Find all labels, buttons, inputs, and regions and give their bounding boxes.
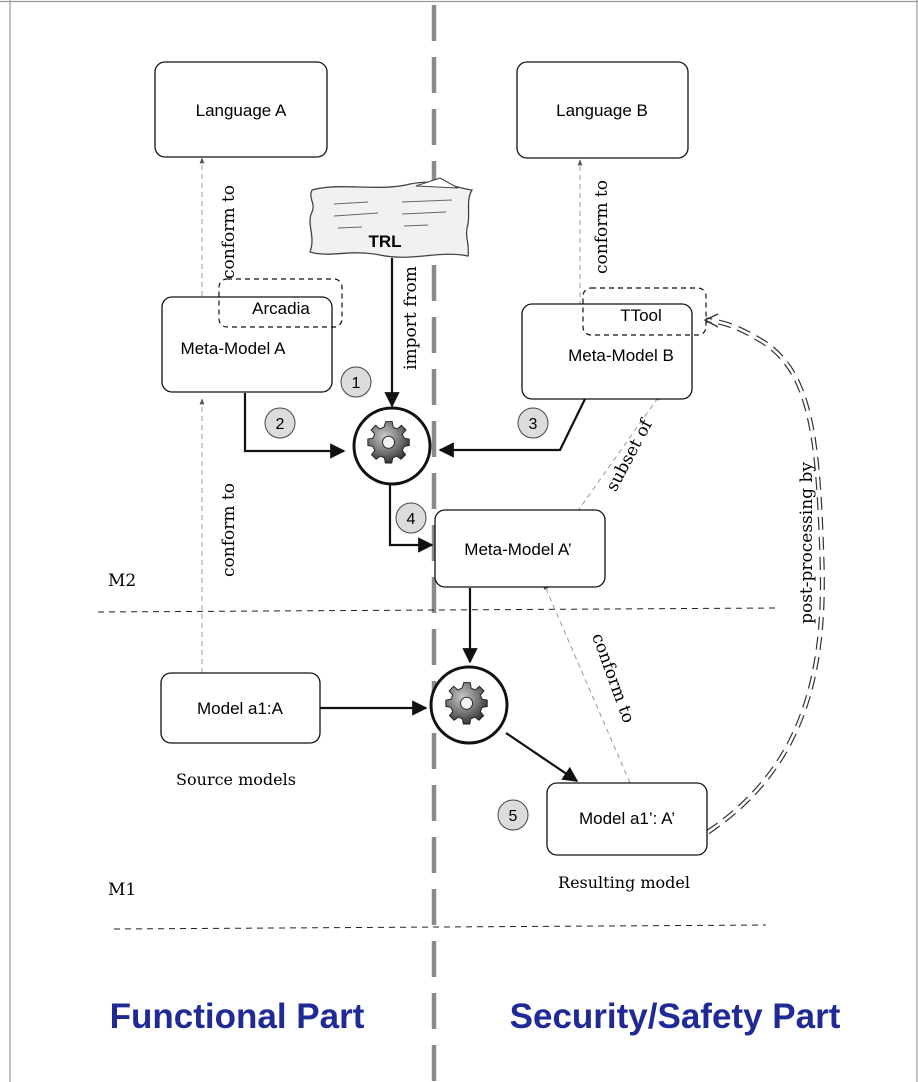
- meta-model-a-prime-label: Meta-Model A’: [464, 540, 571, 559]
- meta-model-a-label: Meta-Model A: [181, 339, 287, 358]
- arrow-transform-gear-to-model-a1-prime: [505, 732, 579, 782]
- model-a1-label: Model a1:A: [197, 699, 284, 718]
- meta-model-b-label: Meta-Model B: [568, 346, 674, 365]
- model-a1-prime-label: Model a1’: A’: [579, 809, 675, 828]
- meta-model-b-box: Meta-Model B: [521, 303, 693, 400]
- model-a1-box: Model a1:A: [160, 672, 321, 744]
- step-2-label: 2: [276, 416, 285, 433]
- arrow-gear-to-meta-a-prime: [388, 485, 434, 553]
- resulting-model-caption: Resulting model: [558, 873, 690, 892]
- transform-gear-icon: [429, 665, 509, 745]
- m2-level-line: [97, 607, 777, 613]
- security-part-title: Security/Safety Part: [510, 997, 841, 1036]
- language-a-label: Language A: [196, 101, 287, 120]
- trl-document-icon: TRL: [309, 177, 474, 258]
- post-processing-label: post-processing by: [797, 462, 817, 624]
- conform-arrow-model-a1-prime-to-meta-a-prime: [543, 583, 631, 784]
- meta-model-a-box: Meta-Model A: [161, 296, 333, 393]
- arrow-meta-a-to-gear: [243, 393, 346, 459]
- ttool-tag: TTool: [582, 287, 707, 336]
- step-2-badge: 2: [264, 407, 296, 439]
- merge-gear-icon: [352, 406, 432, 486]
- ttool-label: TTool: [620, 306, 662, 325]
- step-4-badge: 4: [395, 502, 427, 534]
- language-b-box: Language B: [516, 61, 689, 159]
- language-a-box: Language A: [154, 61, 328, 158]
- conform-to-label-a-top: conform to: [219, 185, 239, 279]
- functional-part-title: Functional Part: [110, 997, 365, 1036]
- m2-level-label: M2: [108, 571, 136, 591]
- source-models-caption: Source models: [176, 770, 296, 789]
- step-4-label: 4: [407, 511, 416, 528]
- conform-to-label-a-bottom: conform to: [219, 483, 239, 577]
- arcadia-tag: Arcadia: [218, 278, 343, 328]
- step-5-label: 5: [509, 808, 518, 825]
- model-a1-prime-box: Model a1’: A’: [546, 782, 708, 856]
- step-1-label: 1: [352, 375, 361, 392]
- conform-to-label-b-top: conform to: [592, 180, 612, 274]
- step-1-badge: 1: [340, 366, 372, 398]
- m1-level-line: [113, 924, 767, 930]
- arcadia-label: Arcadia: [252, 299, 310, 318]
- subset-arrow-meta-a-prime-to-meta-b: [576, 394, 661, 513]
- step-5-badge: 5: [497, 799, 529, 831]
- post-processing-arrow: [703, 313, 825, 835]
- import-from-label: import from: [401, 266, 421, 370]
- conform-to-label-a-prime: conform to: [587, 631, 638, 726]
- step-3-badge: 3: [517, 407, 549, 439]
- meta-model-a-prime-box: Meta-Model A’: [434, 509, 606, 588]
- arrow-meta-b-to-gear: [438, 398, 586, 458]
- language-b-label: Language B: [556, 101, 648, 120]
- subset-of-label: subset of: [602, 415, 657, 495]
- trl-label: TRL: [368, 232, 401, 251]
- step-3-label: 3: [529, 416, 538, 433]
- m1-level-label: M1: [108, 880, 136, 900]
